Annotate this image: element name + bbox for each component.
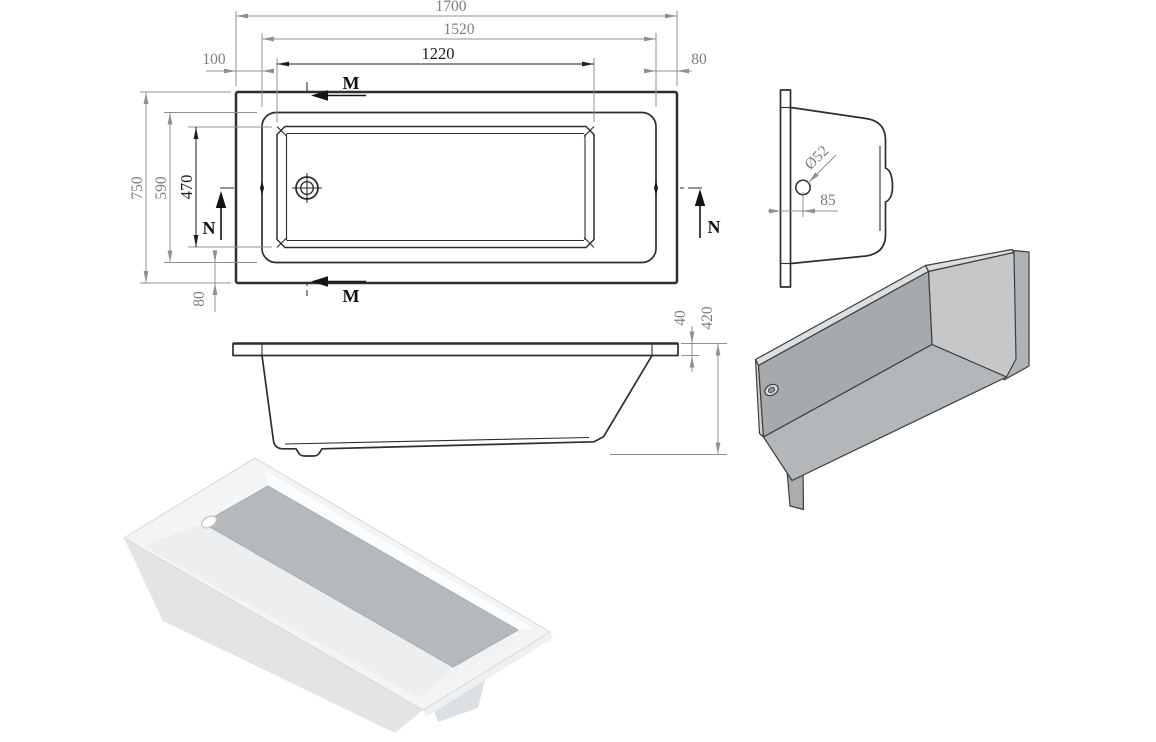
render-drain-hole [201, 515, 217, 529]
arrowhead [808, 172, 819, 183]
end-profile [790, 106, 894, 265]
side-view [232, 342, 679, 457]
arrowhead [236, 13, 248, 19]
dim-rim-thickness: 40 [672, 310, 689, 326]
rim-flange-edge [779, 89, 792, 288]
side-rim-slab [232, 342, 679, 357]
render-floor [201, 485, 520, 668]
arrowhead [167, 250, 173, 263]
dim-overflow-diameter: Ø52 [801, 142, 832, 173]
arrowhead [644, 68, 656, 74]
section-label-m-top: M [343, 73, 360, 93]
arrowhead [665, 13, 677, 19]
arrowhead [212, 283, 218, 295]
arrowhead [311, 90, 328, 101]
arrowhead [143, 271, 149, 283]
centerline-tick-left [260, 180, 264, 196]
iso-bottom-face [762, 343, 1008, 482]
arrowhead [224, 68, 236, 74]
arrowhead [143, 92, 149, 104]
arrowhead [262, 68, 274, 74]
arrowhead [167, 112, 173, 125]
dim-overall-length: 1700 [436, 0, 467, 15]
arrowhead [311, 276, 328, 287]
drain-symbol [292, 173, 322, 203]
arrowhead [212, 250, 218, 263]
arrowhead [715, 442, 721, 455]
dim-bottom-width: 470 [177, 175, 196, 200]
dim-overall-width: 750 [129, 176, 146, 200]
arrowhead [215, 191, 227, 208]
render-skirt [124, 538, 423, 733]
arrowhead [715, 343, 721, 356]
arrowhead [262, 36, 274, 42]
dim-bottom-length: 1220 [422, 44, 455, 63]
centerline-tick-right [654, 180, 658, 196]
arrowhead [769, 208, 781, 214]
side-profile [261, 355, 653, 457]
arrowhead [582, 61, 594, 67]
arrowhead [803, 208, 815, 214]
arrowhead [689, 331, 695, 344]
iso-overflow-hole [764, 383, 779, 397]
dim-right-offset: 80 [691, 51, 707, 68]
dim-shell-width: 590 [153, 176, 170, 200]
end-view [779, 89, 894, 288]
dim-overflow-offset: 85 [820, 192, 836, 209]
dim-shell-length: 1520 [444, 21, 475, 38]
dim-left-offset: 100 [202, 51, 226, 68]
dimension-texts: 1700 1520 1220 100 80 750 590 470 80 M M… [129, 0, 836, 330]
section-label-n-right: N [708, 217, 721, 237]
render-view [123, 457, 553, 733]
section-label-n-left: N [203, 218, 216, 238]
arrowhead [677, 68, 689, 74]
arrowhead [277, 61, 289, 67]
top-view [220, 82, 704, 296]
dim-bottom-offset: 80 [191, 291, 208, 307]
arrowhead [193, 235, 199, 247]
section-label-m-bottom: M [343, 286, 360, 306]
arrowhead [689, 355, 695, 368]
arrowhead [193, 127, 199, 139]
tub-bottom-outline [276, 125, 595, 249]
dim-overall-height: 420 [699, 306, 716, 330]
tub-outer-rim [234, 90, 679, 285]
arrowhead [694, 189, 706, 206]
iso-view [754, 248, 1030, 511]
arrowhead [644, 36, 656, 42]
dimension-layer [140, 11, 838, 455]
